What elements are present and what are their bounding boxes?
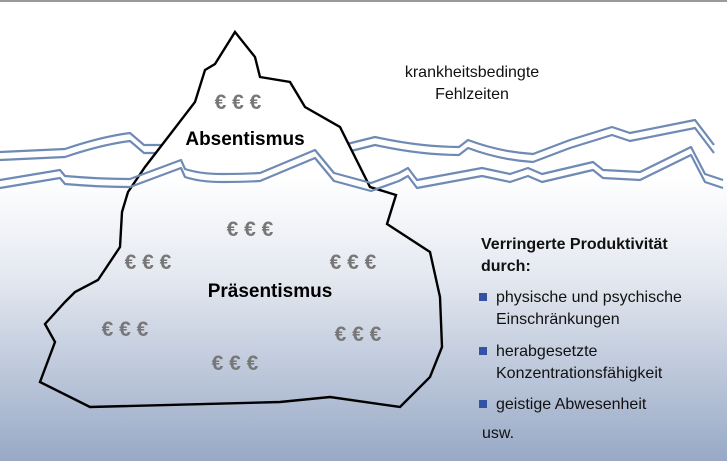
absentismus-label: Absentismus — [185, 129, 304, 150]
euro-group: € € € — [227, 218, 274, 241]
praesentismus-label: Präsentismus — [208, 281, 333, 302]
list-heading: durch: — [481, 258, 531, 275]
list-item: physische und psychische — [496, 289, 682, 306]
list-item: Einschränkungen — [496, 311, 620, 328]
list-item: geistige Abwesenheit — [496, 396, 647, 413]
caption-line: krankheitsbedingte — [405, 64, 539, 81]
euro-group: € € € — [215, 91, 262, 114]
productivity-list: Verringerte Produktivität durch: physisc… — [479, 236, 682, 442]
list-more: usw. — [482, 425, 514, 442]
euro-group: € € € — [335, 323, 382, 346]
euro-group: € € € — [212, 352, 259, 375]
list-item: Konzentrationsfähigkeit — [496, 365, 663, 382]
caption-line: Fehlzeiten — [435, 86, 509, 103]
euro-group: € € € — [330, 251, 377, 274]
list-item: herabgesetzte — [496, 343, 598, 360]
euro-group: € € € — [125, 251, 172, 274]
lower-waves — [0, 145, 724, 193]
bullet-icon — [479, 347, 487, 355]
list-heading: Verringerte Produktivität — [481, 236, 668, 253]
iceberg-outline — [38, 29, 444, 409]
bullet-icon — [479, 293, 487, 301]
euro-group: € € € — [102, 318, 149, 341]
upper-waves — [0, 118, 715, 164]
bullet-icon — [479, 400, 487, 408]
